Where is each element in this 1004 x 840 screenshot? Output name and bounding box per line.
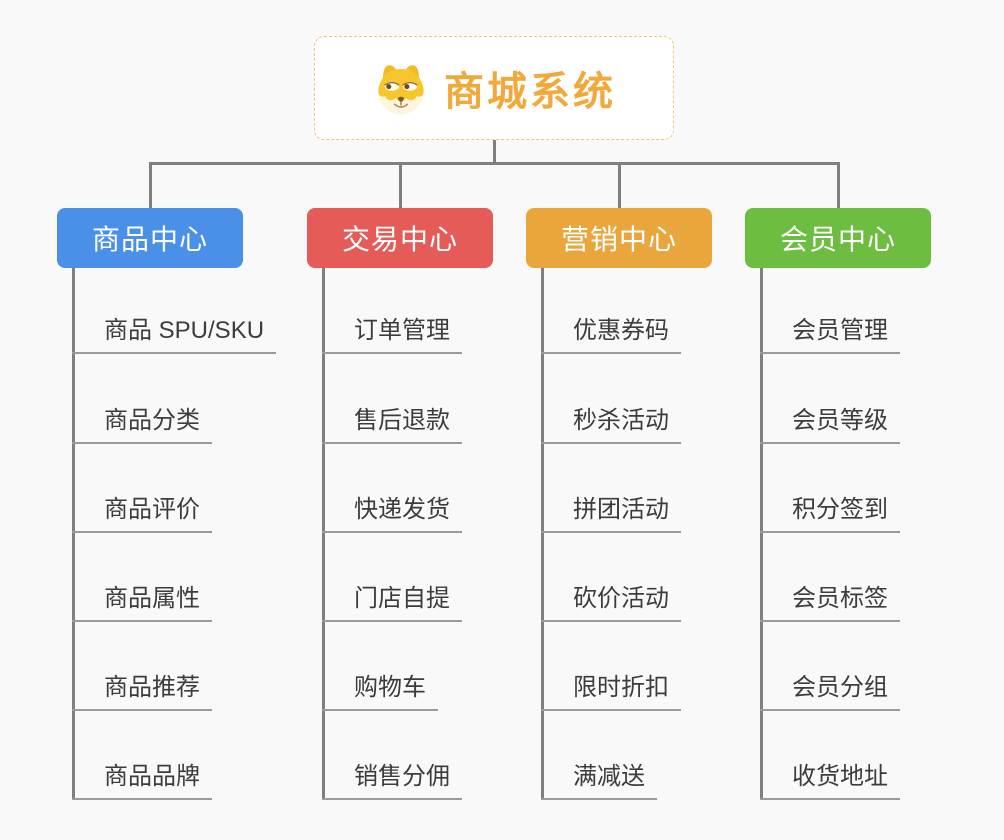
child-topic[interactable]: 收货地址	[760, 756, 900, 800]
child-topic[interactable]: 商品评价	[72, 489, 212, 533]
branch-topic-marketing-center[interactable]: 营销中心	[526, 208, 712, 268]
branch-topic-trade-center[interactable]: 交易中心	[307, 208, 493, 268]
child-topic[interactable]: 售后退款	[322, 400, 462, 444]
child-topic[interactable]: 会员等级	[760, 400, 900, 444]
child-topic[interactable]: 快递发货	[322, 489, 462, 533]
child-topic[interactable]: 会员管理	[760, 310, 900, 354]
child-topic[interactable]: 商品属性	[72, 578, 212, 622]
connector-drop-member	[837, 162, 840, 208]
connector-drop-product	[149, 162, 152, 208]
child-topic[interactable]: 秒杀活动	[541, 400, 681, 444]
child-topic[interactable]: 砍价活动	[541, 578, 681, 622]
child-topic[interactable]: 销售分佣	[322, 756, 462, 800]
child-topic[interactable]: 会员标签	[760, 578, 900, 622]
root-topic[interactable]: 商城系统	[314, 36, 674, 140]
child-topic[interactable]: 优惠券码	[541, 310, 681, 354]
branch-trunk-marketing	[541, 268, 544, 800]
child-topic[interactable]: 商品品牌	[72, 756, 212, 800]
child-topic[interactable]: 商品 SPU/SKU	[72, 310, 277, 354]
branch-topic-label: 交易中心	[341, 224, 458, 255]
branch-trunk-product	[72, 268, 75, 800]
child-topic[interactable]: 购物车	[322, 667, 438, 711]
child-topic[interactable]: 商品推荐	[72, 667, 212, 711]
connector-root-stem	[493, 139, 496, 163]
branch-topic-label: 商品中心	[91, 224, 208, 255]
branch-topic-label: 会员中心	[779, 224, 896, 255]
child-topic[interactable]: 拼团活动	[541, 489, 681, 533]
dog-face-icon	[378, 65, 424, 115]
branch-trunk-trade	[322, 268, 325, 800]
child-topic[interactable]: 门店自提	[322, 578, 462, 622]
connector-horizontal-bus	[149, 162, 840, 165]
root-topic-label: 商城系统	[444, 70, 616, 114]
branch-trunk-member	[760, 268, 763, 800]
child-topic[interactable]: 满减送	[541, 756, 657, 800]
branch-topic-label: 营销中心	[560, 224, 677, 255]
child-topic[interactable]: 订单管理	[322, 310, 462, 354]
child-topic[interactable]: 商品分类	[72, 400, 212, 444]
connector-drop-marketing	[618, 162, 621, 208]
child-topic[interactable]: 积分签到	[760, 489, 900, 533]
child-topic[interactable]: 限时折扣	[541, 667, 681, 711]
child-topic[interactable]: 会员分组	[760, 667, 900, 711]
connector-drop-trade	[399, 162, 402, 208]
branch-topic-member-center[interactable]: 会员中心	[745, 208, 931, 268]
branch-topic-product-center[interactable]: 商品中心	[57, 208, 243, 268]
